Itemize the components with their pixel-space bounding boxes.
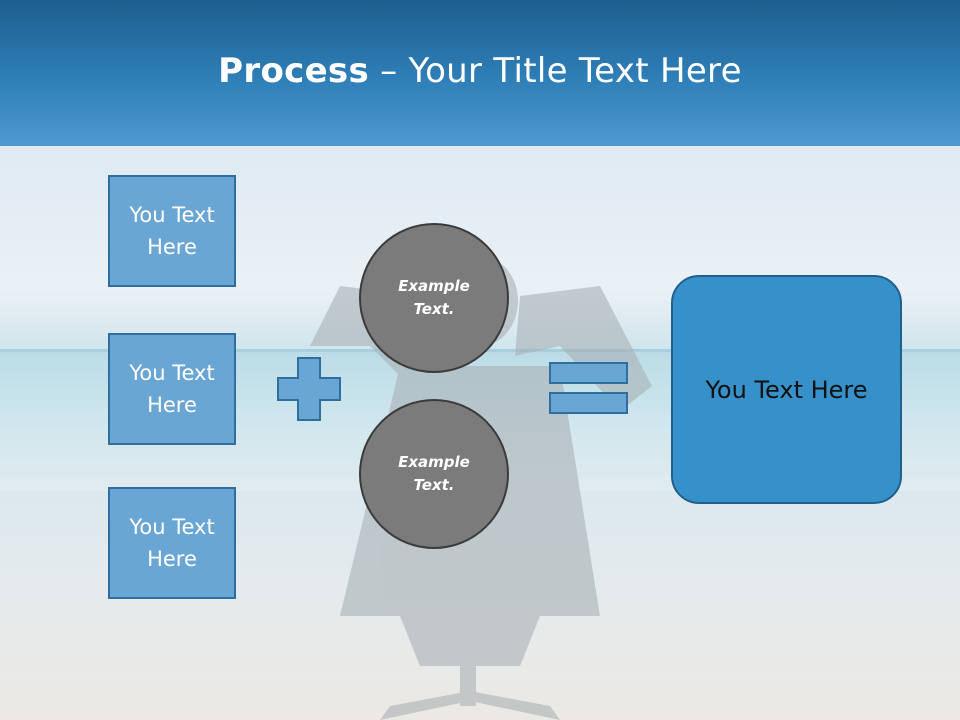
text-box-3[interactable]: You Text Here [108, 487, 236, 599]
title-bold: Process [218, 51, 370, 91]
text-box-2[interactable]: You Text Here [108, 333, 236, 445]
text-box-1[interactable]: You Text Here [108, 175, 236, 287]
circle-1-line1: Example [398, 277, 470, 295]
text-box-1-line1: You Text [129, 203, 215, 227]
text-box-1-line2: Here [147, 235, 197, 259]
plus-icon[interactable] [277, 357, 341, 421]
text-box-2-line1: You Text [129, 361, 215, 385]
text-box-3-line1: You Text [129, 515, 215, 539]
result-box-label: You Text Here [705, 375, 868, 404]
text-box-2-line2: Here [147, 393, 197, 417]
slide-title[interactable]: Process – Your Title Text Here [218, 51, 742, 91]
circle-2-line2: Text. [413, 476, 455, 494]
result-box[interactable]: You Text Here [671, 275, 902, 504]
title-rest: – Your Title Text Here [369, 51, 742, 91]
text-box-3-line2: Here [147, 547, 197, 571]
example-circle-1[interactable]: Example Text. [359, 223, 509, 373]
circle-1-line2: Text. [413, 300, 455, 318]
slide-header: Process – Your Title Text Here [0, 0, 960, 146]
example-circle-2[interactable]: Example Text. [359, 399, 509, 549]
circle-2-line1: Example [398, 453, 470, 471]
equals-icon[interactable] [548, 362, 630, 416]
